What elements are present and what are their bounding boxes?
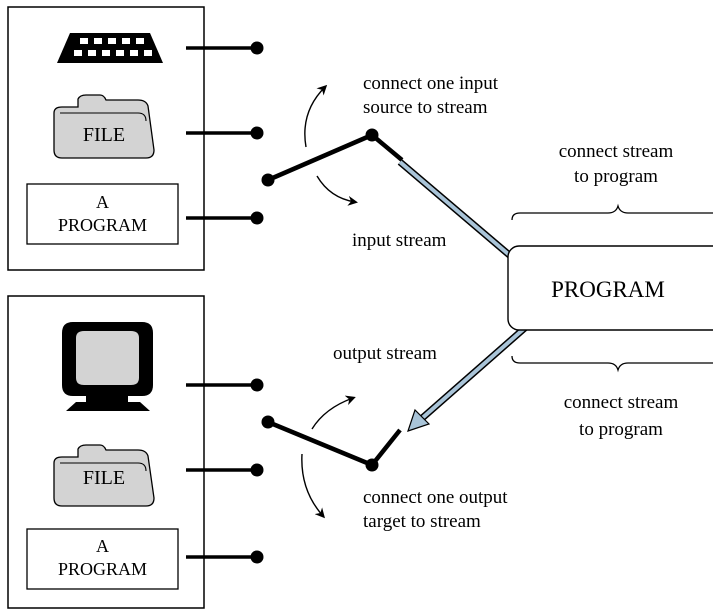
input-connectors (186, 46, 256, 220)
program-label: PROGRAM (551, 277, 665, 302)
bottom-brace (511, 355, 713, 373)
output-targets-box (7, 295, 205, 609)
input-stream-label: input stream (352, 230, 447, 251)
input-program-box (26, 183, 179, 245)
input-file-label: FILE (82, 124, 126, 146)
top-brace (511, 203, 713, 221)
input-rotation-arrows (304, 84, 358, 206)
output-file-label: FILE (82, 467, 126, 489)
connect-program-top-line1: connect stream (558, 141, 674, 162)
program-box (507, 245, 713, 331)
keyboard-icon (57, 33, 163, 63)
connect-input-label-line2: source to stream (363, 97, 488, 118)
input-program-label-line2: PROGRAM (57, 215, 148, 235)
output-switch (261, 415, 402, 472)
input-sources-box (7, 6, 205, 271)
output-program-box (26, 528, 179, 590)
connect-program-top-line2: to program (574, 166, 658, 187)
output-program-label-line2: PROGRAM (57, 559, 148, 579)
input-switch (261, 128, 404, 187)
connect-input-label-line1: connect one input (363, 73, 499, 94)
input-connector-dots (250, 41, 264, 225)
folder-icon (53, 444, 155, 507)
input-program-label-line1: A (96, 192, 109, 212)
connect-output-label-line1: connect one output (363, 487, 508, 508)
output-connectors (186, 383, 256, 559)
connect-output-label-line2: target to stream (363, 511, 481, 532)
output-program-label-line1: A (96, 536, 109, 556)
connect-program-bottom-line1: connect stream (563, 392, 679, 413)
output-connector-dots (250, 378, 264, 564)
folder-icon (53, 94, 155, 159)
output-stream-label: output stream (333, 343, 437, 364)
monitor-icon (62, 322, 153, 411)
connect-program-bottom-line2: to program (579, 419, 663, 440)
output-rotation-arrows (301, 395, 356, 519)
